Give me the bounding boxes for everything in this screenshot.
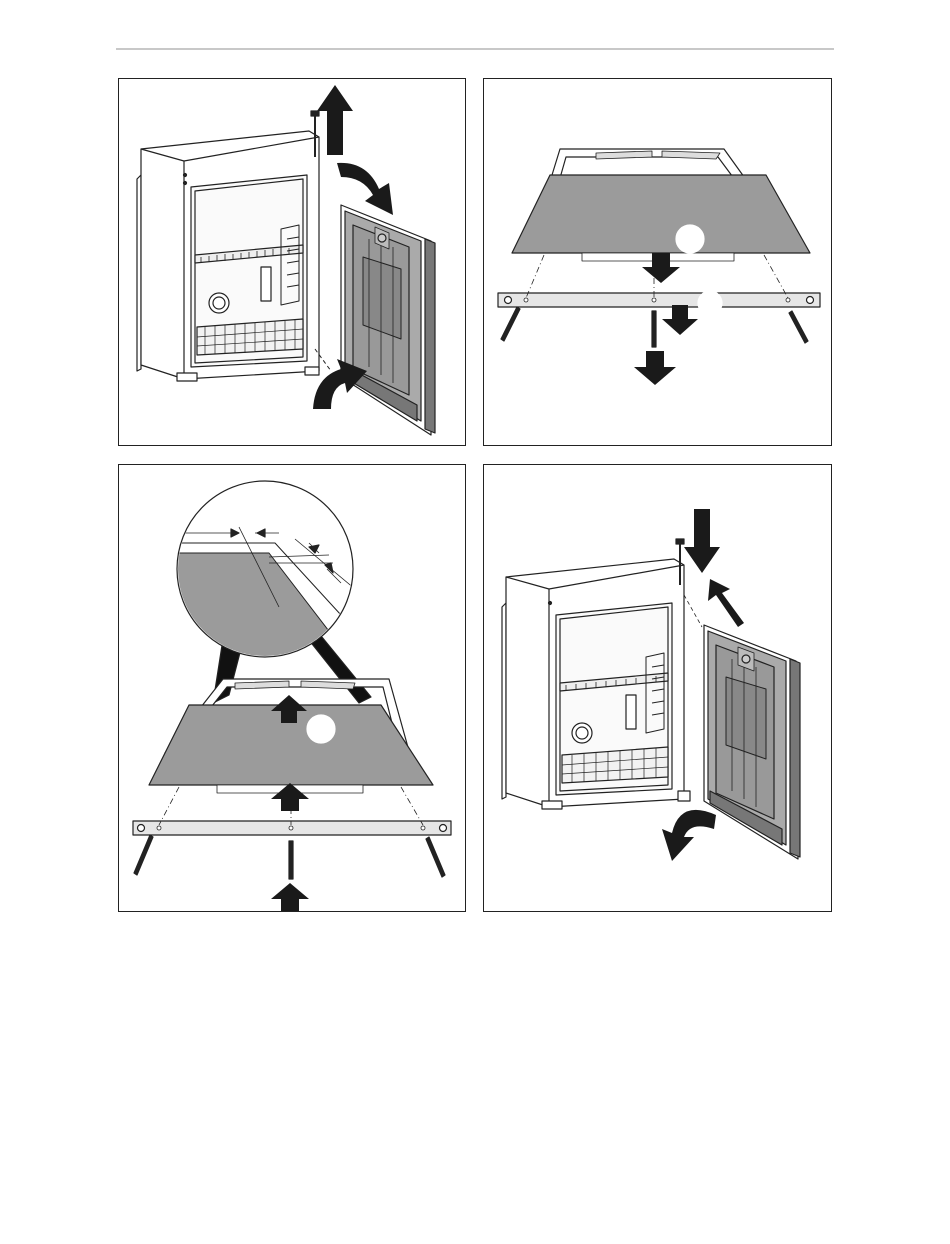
door-panel-installation-detail-illustration — [119, 465, 466, 912]
figure-panel-3 — [118, 464, 466, 912]
figure-panel-2 — [483, 78, 832, 446]
refrigerator-door-mounting-illustration — [484, 465, 832, 912]
figure-panel-1 — [118, 78, 466, 446]
door-panel-removal-illustration — [484, 79, 832, 446]
refrigerator-door-removal-illustration — [119, 79, 466, 446]
figure-panel-4 — [483, 464, 832, 912]
arrow-icon — [634, 253, 698, 385]
header-rule — [116, 48, 834, 50]
